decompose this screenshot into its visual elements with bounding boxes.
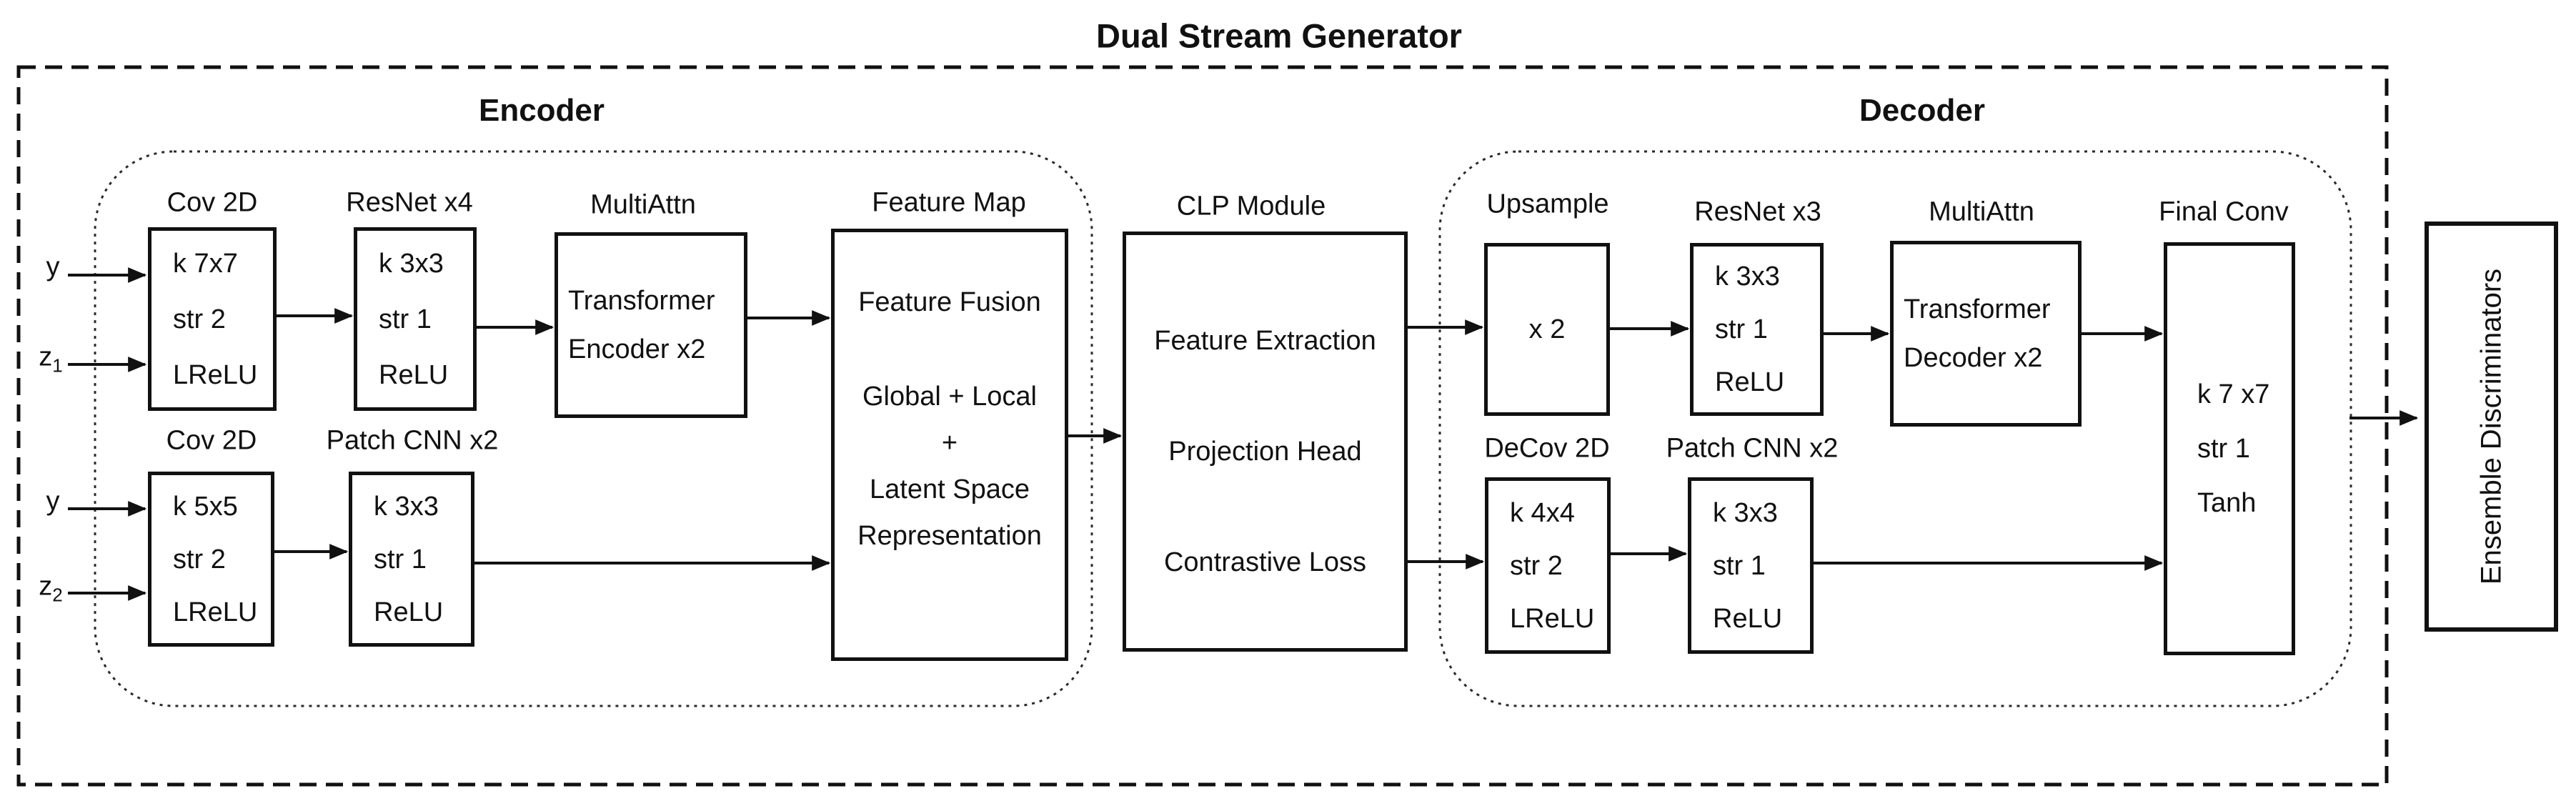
block-line: k 7x7 [173,248,238,279]
block-line: k 3x3 [374,491,439,522]
block-line: Feature Fusion [858,287,1041,317]
block-line: x 2 [1528,314,1566,344]
block-line: Transformer [1904,294,2051,324]
input-y2-base: y [46,486,60,517]
block-line: k 3x3 [379,248,444,279]
flow-arrows [68,267,2419,601]
block-line: Feature Extraction [1154,326,1376,356]
block-line: LReLU [173,359,258,390]
decoder-attn-label: MultiAttn [1929,196,2034,227]
input-y2-label: y [46,487,60,522]
block-line: str 2 [1510,550,1563,581]
block-line: str 1 [374,544,427,574]
block-line: LReLU [1510,603,1595,634]
decoder-decov-box: k 4x4 str 2 LReLU [1485,477,1611,654]
block-line: str 1 [1715,314,1768,344]
block-line: Projection Head [1168,437,1362,467]
input-z1-sub: 1 [52,354,63,377]
encoder-attn-box: Transformer Encoder x2 [555,232,747,418]
block-line: k 7 x7 [2197,379,2270,409]
block-line: k 3x3 [1713,497,1778,528]
block-line: str 1 [379,304,432,334]
block-line: ReLU [1713,603,1783,634]
block-line: Transformer [568,286,715,316]
block-line: Tanh [2197,488,2257,518]
input-y1-label: y [46,252,60,287]
decoder-upsample-box: x 2 [1484,243,1610,416]
block-line: k 5x5 [173,491,238,522]
final-conv-box: k 7 x7 str 1 Tanh [2164,242,2295,655]
encoder-cov1-box: k 7x7 str 2 LReLU [148,227,277,411]
diagram-title: Dual Stream Generator [1096,16,1462,55]
feature-map-box: Feature Fusion Global + Local + Latent S… [831,229,1068,661]
input-z2-sub: 2 [52,584,63,606]
encoder-boundary [94,150,1093,707]
block-line: str 2 [173,304,226,334]
decoder-patch-box: k 3x3 str 1 ReLU [1688,477,1814,654]
block-line: Latent Space [870,474,1030,504]
input-z2-label: z2 [39,572,62,607]
encoder-attn-label: MultiAttn [590,189,696,220]
clp-module-box: Feature Extraction Projection Head Contr… [1123,232,1408,652]
decoder-attn-box: Transformer Decoder x2 [1890,241,2082,427]
decoder-resnet-label: ResNet x3 [1694,196,1821,227]
block-line: Global + Local [862,382,1037,412]
ensemble-discriminators-label: Ensemble Discriminators [2475,268,2507,585]
decoder-section-label: Decoder [1859,93,1986,128]
input-y1-base: y [46,252,60,282]
block-line: ReLU [1715,367,1785,397]
block-line: Decoder x2 [1904,343,2043,373]
block-line: str 2 [173,544,226,574]
block-line: ReLU [374,597,444,627]
block-line: + [941,428,958,458]
decoder-decov-label: DeCov 2D [1484,433,1610,464]
block-line: Representation [857,521,1042,551]
block-line: str 1 [2197,434,2250,464]
encoder-patch-label: Patch CNN x2 [326,425,499,456]
block-line: LReLU [173,597,258,627]
encoder-section-label: Encoder [478,93,605,128]
block-line: ReLU [379,359,449,390]
generator-boundary [16,65,2389,787]
decoder-upsample-label: Upsample [1486,189,1609,219]
final-conv-label: Final Conv [2159,196,2289,227]
ensemble-discriminators-box: Ensemble Discriminators [2425,222,2558,632]
encoder-cov1-label: Cov 2D [166,187,258,218]
encoder-patch-box: k 3x3 str 1 ReLU [349,472,474,647]
block-line: Encoder x2 [568,334,706,364]
input-z2-base: z [39,571,53,602]
block-line: str 1 [1713,550,1766,581]
encoder-resnet-box: k 3x3 str 1 ReLU [354,227,477,411]
decoder-resnet-box: k 3x3 str 1 ReLU [1690,243,1824,416]
feature-map-label: Feature Map [872,187,1026,218]
block-line: k 4x4 [1510,497,1575,528]
block-line: Contrastive Loss [1163,547,1366,577]
input-z1-label: z1 [39,342,62,377]
decoder-patch-label: Patch CNN x2 [1666,433,1839,464]
clp-module-label: CLP Module [1176,191,1326,222]
input-z1-base: z [39,342,53,372]
block-line: k 3x3 [1715,262,1780,292]
encoder-cov2-box: k 5x5 str 2 LReLU [148,472,274,647]
encoder-resnet-label: ResNet x4 [346,187,473,218]
encoder-cov2-label: Cov 2D [166,425,257,456]
